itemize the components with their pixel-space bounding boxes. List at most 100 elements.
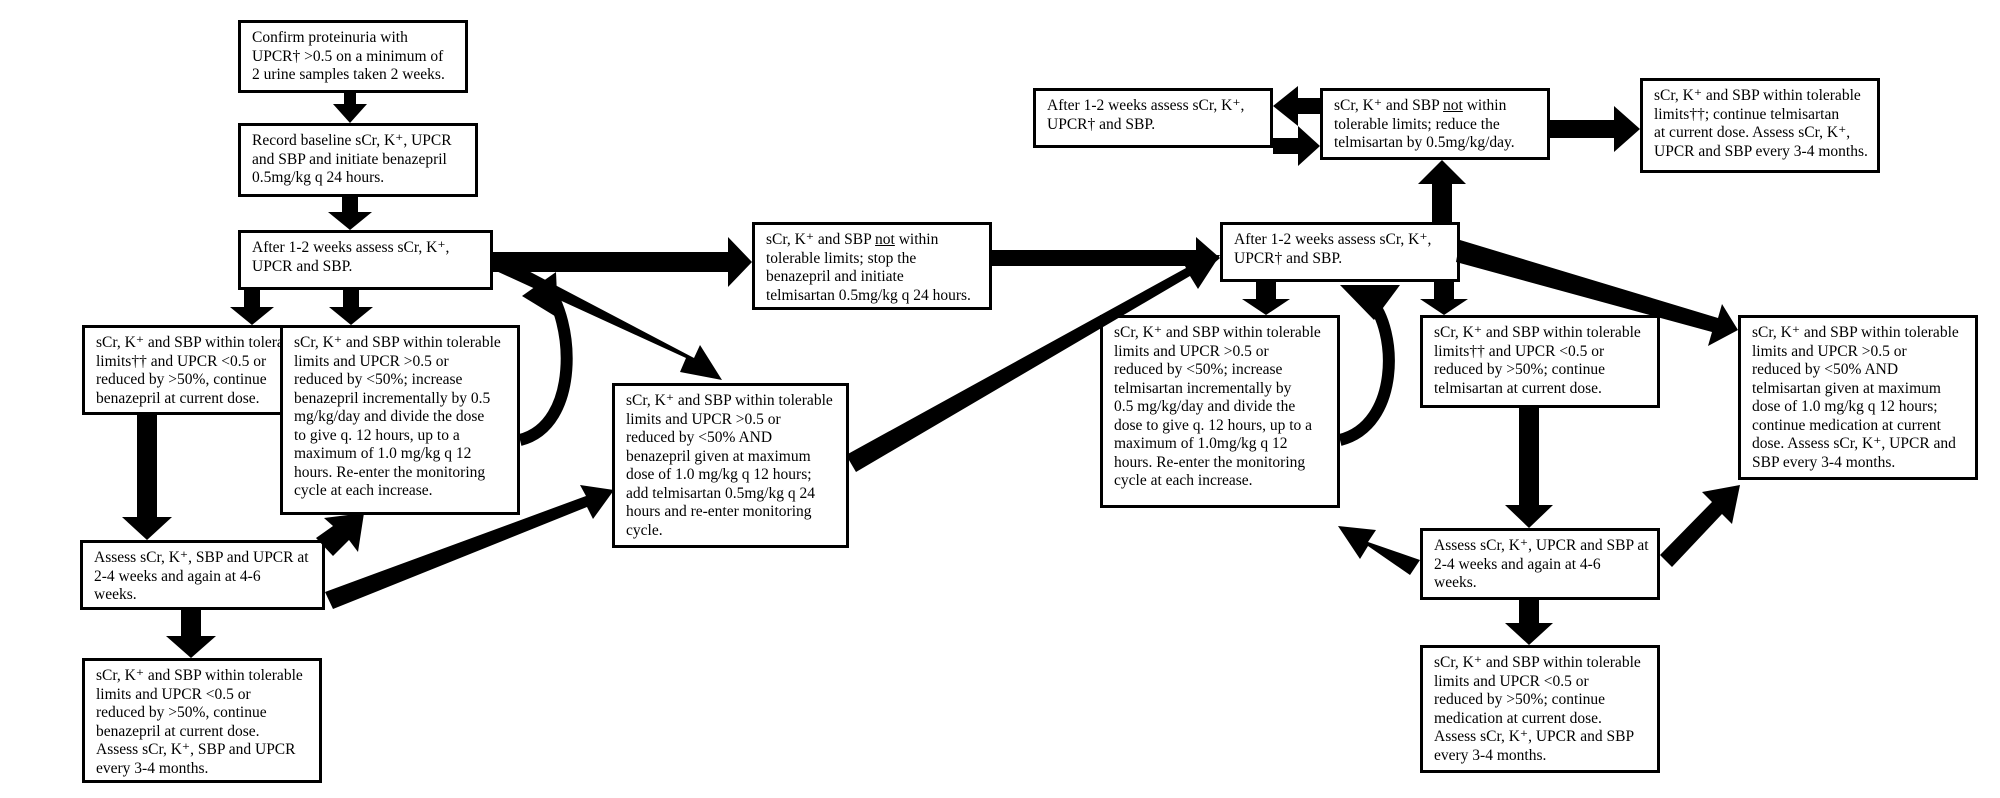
box-line: UPCR and SBP every 3-4 months. [1654,142,1868,160]
box-line: limits†† and UPCR <0.5 or [1434,342,1605,360]
arrow-b3-to-b8 [493,237,752,287]
box-line: mg/kg/day and divide the dose [294,408,485,425]
box-line: sCr, K⁺ and SBP not within [1334,97,1537,116]
arrow-b17-to-b14 [1338,526,1420,575]
box-line: sCr, K⁺ and SBP within tolerable [1434,324,1641,341]
arrow-b15-to-b17 [1505,408,1553,528]
box-line: 2-4 weeks and again at 4-6 [1434,555,1601,573]
box-line: sCr, K⁺ and SBP within tolerable [1654,87,1861,104]
box-line: Confirm proteinuria with [252,29,408,46]
arrow-b11-to-b15 [1420,282,1468,315]
box-line: dose of 1.0 mg/kg q 12 hours; [1752,398,1938,415]
box-line: dose of 1.0 mg/kg q 12 hours; [626,466,812,483]
box-line: limits and UPCR >0.5 or [1114,342,1269,360]
box-line: cycle at each increase. [294,482,433,499]
arrow-b8-to-b11 [992,237,1220,279]
arrow-b17-to-b16 [1660,485,1740,567]
box-line: reduced by >50%; continue [1434,361,1606,378]
box-line: hours. Re-enter the monitoring [1114,453,1306,471]
box-line: reduced by <50% AND [626,429,773,446]
box-line: weeks. [1434,574,1477,591]
box-line: Assess sCr, K⁺, SBP and UPCR [96,741,296,758]
box-line: and SBP and initiate benazepril [252,150,447,168]
arrow-b11-to-b12 [1418,160,1466,222]
box-line: 2 urine samples taken 2 weeks. [252,66,445,83]
box-line: benazepril and initiate [766,268,904,285]
box-line: telmisartan by 0.5mg/kg/day. [1334,134,1515,151]
arrow-b2-to-b3 [328,197,372,230]
box-line: 0.5 mg/kg/day and divide the [1114,398,1296,415]
confirm-proteinuria-box: Confirm proteinuria with UPCR† >0.5 on a… [238,20,468,93]
arrow-b3-to-b9 [493,254,722,380]
box-line: UPCR and SBP. [252,257,353,275]
add-telmisartan-box: sCr, K⁺ and SBP within tolerable limits … [612,383,849,548]
assess-1-2-weeks-top-box: After 1-2 weeks assess sCr, K⁺, UPCR† an… [1033,88,1273,148]
box-line: telmisartan at current dose. [1434,379,1602,397]
arrow-b12-to-b10 [1273,86,1320,126]
box-line: limits and UPCR >0.5 or [294,352,449,370]
assess-1-2-weeks-benazepril-box: After 1-2 weeks assess sCr, K⁺, UPCR and… [238,230,493,290]
box-line: UPCR† and SBP. [1234,249,1343,267]
arrow-b12-to-b13 [1550,106,1640,152]
box-line: telmisartan incrementally by [1114,379,1292,397]
box-line: maximum of 1.0 mg/kg q 12 [294,445,472,462]
arrow-b10-to-b12 [1273,126,1320,166]
telmisartan-continue-box: sCr, K⁺ and SBP within tolerable limits†… [1420,315,1660,408]
box-line: reduced by >50%; continue [1434,691,1606,708]
box-line: every 3-4 months. [96,759,209,777]
box-line: Assess sCr, K⁺, UPCR and SBP [1434,728,1635,745]
box-line: dose to give q. 12 hours, up to a [1114,416,1313,434]
arrow-b1-to-b2 [333,93,367,123]
box-line: Assess sCr, K⁺, UPCR and SBP at [1434,537,1649,554]
box-line: sCr, K⁺ and SBP within tolerable [1434,654,1641,671]
box-line: limits and UPCR <0.5 or [1434,672,1589,690]
arrow-b11-to-b14 [1242,282,1290,315]
box-line: limits and UPCR <0.5 or [96,685,251,703]
not-emphasis: not [1443,97,1463,114]
box-line: cycle at each increase. [1114,472,1253,489]
box-line: reduced by <50% AND [1752,361,1899,378]
box-line: benazepril incrementally by 0.5 [294,389,491,407]
box-line: UPCR† >0.5 on a minimum of [252,47,444,65]
telmisartan-increase-box: sCr, K⁺ and SBP within tolerable limits … [1100,315,1340,508]
box-line-part: within [894,231,939,248]
arrow-b17-to-b18 [1505,600,1553,645]
arrow-b6-to-b5 [316,513,364,556]
box-line: telmisartan 0.5mg/kg q 24 hours. [766,286,971,304]
box-line: reduced by <50%; increase [1114,361,1283,378]
box-line: weeks. [94,586,137,603]
box-line: limits and UPCR >0.5 or [1752,342,1907,360]
arrow-b6-to-b9 [325,485,614,609]
box-line-part: sCr, K⁺ and SBP [1334,97,1444,114]
arrow-b3-to-b4 [230,290,274,325]
reduce-telmisartan-box: sCr, K⁺ and SBP not within tolerable lim… [1320,88,1550,160]
telmisartan-maintenance-box: sCr, K⁺ and SBP within tolerable limits … [1420,645,1660,773]
box-line: UPCR† and SBP. [1047,115,1156,133]
arrow-b9-to-b11 [846,255,1220,472]
arrow-b11-to-b16 [1456,240,1738,346]
box-line: sCr, K⁺ and SBP not within [766,231,979,250]
box-line: sCr, K⁺ and SBP within tolerable [1752,324,1959,341]
box-line: telmisartan given at maximum [1752,379,1941,397]
switch-to-telmisartan-box: sCr, K⁺ and SBP not within tolerable lim… [752,222,992,310]
box-line: continue medication at current [1752,416,1941,434]
box-line: After 1-2 weeks assess sCr, K⁺, [252,239,450,256]
box-line: tolerable limits; stop the [766,249,917,267]
box-line: sCr, K⁺ and SBP within tolerable [96,334,303,351]
box-line: tolerable limits; reduce the [1334,115,1500,133]
box-line: limits††; continue telmisartan [1654,105,1840,123]
assess-2-4-weeks-telmisartan-box: Assess sCr, K⁺, UPCR and SBP at 2-4 week… [1420,528,1660,600]
box-line: 2-4 weeks and again at 4-6 [94,567,261,585]
loop-b14-to-b11 [1338,295,1395,446]
box-line: After 1-2 weeks assess sCr, K⁺, [1234,231,1432,248]
telmisartan-maximum-box: sCr, K⁺ and SBP within tolerable limits … [1738,315,1978,480]
box-line: SBP every 3-4 months. [1752,453,1896,471]
loop-b14-to-b11-head [1340,285,1400,320]
box-line: hours and re-enter monitoring [626,503,812,520]
box-line-part: within [1462,97,1507,114]
box-line: 0.5mg/kg q 24 hours. [252,169,385,186]
box-line-part: sCr, K⁺ and SBP [766,231,876,248]
box-line: benazepril given at maximum [626,447,811,465]
